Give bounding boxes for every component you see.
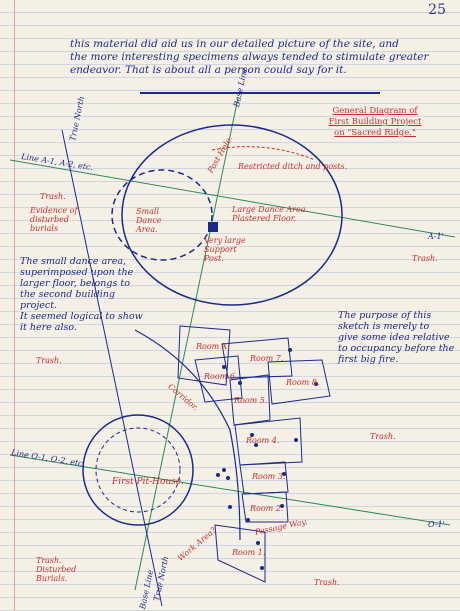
diagram-title: General Diagram of First Building Projec… — [300, 106, 450, 139]
room-8-outline — [267, 359, 331, 405]
line-a — [9, 159, 456, 238]
right-note-line-4: to occupancy before the — [338, 343, 455, 354]
large-dance-circle — [121, 124, 343, 306]
room-4-outline — [234, 417, 303, 466]
room-2-label: Room 2. — [250, 504, 284, 513]
room-x-label: Room X. — [196, 342, 231, 351]
small-dance-circle — [111, 169, 213, 261]
support-post-label: Very large Support Post. — [204, 236, 246, 263]
trash-label-3: Trash. — [36, 356, 62, 365]
room-8-label: Room 8. — [286, 378, 320, 387]
evidence-label: Evidence of disturbed burials — [30, 206, 78, 233]
room-6-label: Room 6. — [204, 372, 238, 381]
room-4-label: Room 4. — [246, 436, 280, 445]
left-note-line-2: superimposed upon the — [20, 267, 134, 278]
left-note-line-4: the second building project. — [20, 289, 115, 311]
trash-label-2: Trash. — [412, 254, 438, 263]
left-note-line-3: larger floor, belongs to — [20, 278, 130, 289]
base-line — [134, 97, 239, 591]
trash-disturbed-label: Trash. Disturbed Burials. — [36, 556, 77, 583]
restricted-ditch — [211, 146, 316, 161]
right-note-line-1: The purpose of this — [338, 310, 432, 321]
intro-paragraph: this material did aid us in our detailed… — [70, 38, 450, 77]
pit-house-label: First Pit-House. — [112, 477, 184, 487]
diagram-title-line-3: on "Sacred Ridge." — [334, 128, 416, 138]
intro-line-1: this material did aid us in our detailed… — [70, 38, 399, 50]
pit-house-inner — [95, 427, 181, 513]
true-north-line — [61, 129, 163, 607]
room-x-outline — [177, 325, 231, 386]
room-7-outline — [221, 337, 293, 379]
large-dance-label: Large Dance Area. Plastered Floor. — [232, 205, 309, 223]
room-1-outline — [214, 524, 266, 583]
right-note: The purpose of this sketch is merely to … — [338, 310, 456, 365]
room-5-label: Room 5. — [234, 396, 268, 405]
trash-label-5: Trash. — [314, 578, 340, 587]
trash-label-4: Trash. — [370, 432, 396, 441]
line-a-end-label: A-1' — [428, 232, 444, 241]
intro-line-2: the more interesting specimens always te… — [70, 51, 429, 63]
left-note: The small dance area, superimposed upon … — [20, 256, 150, 333]
diagram-title-line-2: First Building Project — [328, 117, 422, 127]
post-dots — [216, 348, 318, 570]
diagram-title-line-1: General Diagram of — [332, 106, 418, 116]
room-6-outline — [194, 355, 243, 403]
restricted-label: Restricted ditch and posts. — [238, 162, 348, 171]
room-2-outline — [241, 491, 289, 523]
trash-label-1: Trash. — [40, 192, 66, 201]
corridor-edge — [134, 329, 241, 541]
room-5-outline — [229, 374, 271, 426]
pit-house-circle — [82, 414, 194, 526]
intro-line-3: endeavor. That is about all a person cou… — [70, 64, 347, 76]
margin-line — [14, 0, 15, 611]
right-note-line-3: give some idea relative — [338, 332, 450, 343]
support-post — [208, 222, 218, 232]
right-note-line-2: sketch is merely to — [338, 321, 430, 332]
left-note-line-5: It seemed logical to show — [20, 311, 143, 322]
left-note-line-1: The small dance area, — [20, 256, 127, 267]
room-1-label: Room 1. — [232, 548, 266, 557]
right-note-line-5: first big fire. — [338, 354, 399, 365]
left-note-line-6: it here also. — [20, 322, 77, 333]
small-dance-label: Small Dance Area. — [136, 207, 162, 234]
room-3-outline — [239, 461, 289, 495]
room-3-label: Room 3. — [252, 472, 286, 481]
line-o-end-label: O-1' — [428, 520, 445, 529]
room-7-label: Room 7. — [250, 354, 284, 363]
page-number: 25 — [428, 2, 446, 18]
